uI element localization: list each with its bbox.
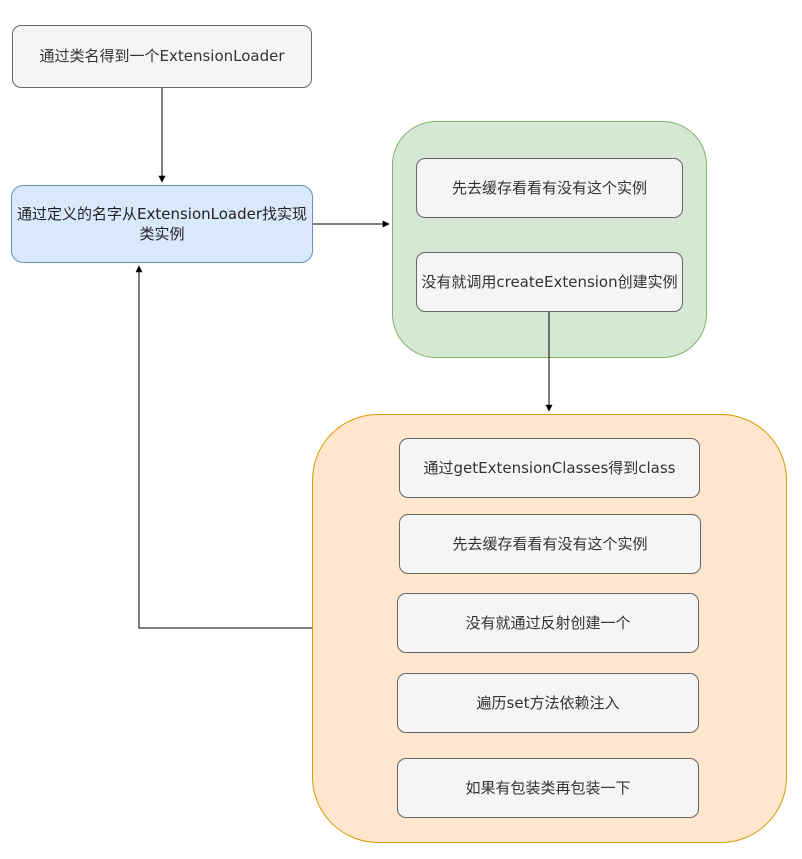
wrap-node[interactable]: 如果有包装类再包装一下 [397,758,699,818]
start-node-label: 通过类名得到一个ExtensionLoader [39,47,285,66]
find-impl-node-label: 通过定义的名字从ExtensionLoader找实现类实例 [16,204,308,243]
orange-cache-node[interactable]: 先去缓存看看有没有这个实例 [399,514,701,574]
inject-node-label: 遍历set方法依赖注入 [476,693,620,712]
get-classes-node-label: 通过getExtensionClasses得到class [423,458,676,477]
orange-cache-node-label: 先去缓存看看有没有这个实例 [452,534,648,553]
green-cache-node-label: 先去缓存看看有没有这个实例 [451,178,647,197]
green-create-node[interactable]: 没有就调用createExtension创建实例 [416,252,683,312]
edge-orange-back-to-find [135,265,312,629]
start-node[interactable]: 通过类名得到一个ExtensionLoader [12,25,312,88]
find-impl-node[interactable]: 通过定义的名字从ExtensionLoader找实现类实例 [11,185,313,263]
green-create-node-label: 没有就调用createExtension创建实例 [421,272,678,291]
get-classes-node[interactable]: 通过getExtensionClasses得到class [399,438,700,498]
reflect-create-node[interactable]: 没有就通过反射创建一个 [397,593,699,653]
reflect-create-node-label: 没有就通过反射创建一个 [465,613,631,632]
green-cache-node[interactable]: 先去缓存看看有没有这个实例 [416,158,683,218]
wrap-node-label: 如果有包装类再包装一下 [465,778,631,797]
inject-node[interactable]: 遍历set方法依赖注入 [397,673,699,733]
